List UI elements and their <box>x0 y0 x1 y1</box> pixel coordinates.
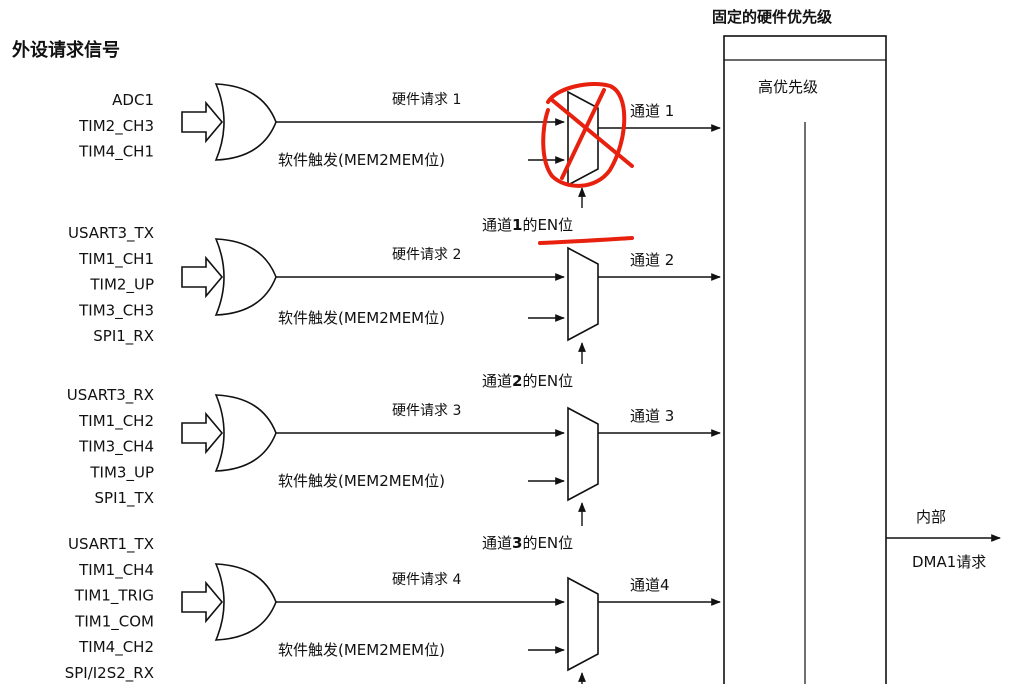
enable-channel-number: 3 <box>512 534 522 552</box>
peripheral-request-title: 外设请求信号 <box>12 39 120 61</box>
enable-prefix: 通道 <box>482 534 512 552</box>
software-trigger-label: 软件触发(MEM2MEM位) <box>278 151 445 169</box>
cross-out-annotation <box>538 81 634 245</box>
enable-bit-label: 通道3的EN位 <box>482 534 573 552</box>
input-signal-label: TIM3_CH3 <box>78 301 154 320</box>
input-signal-label: USART3_RX <box>67 386 154 405</box>
software-trigger-label: 软件触发(MEM2MEM位) <box>278 472 445 490</box>
or-gate <box>214 238 277 316</box>
input-signal-label: TIM4_CH2 <box>78 638 154 657</box>
hardware-request-label: 硬件请求 4 <box>392 572 461 588</box>
hardware-request-label: 硬件请求 1 <box>392 92 461 108</box>
enable-bit-label: 通道1的EN位 <box>482 216 573 234</box>
channel-label: 通道 3 <box>630 407 674 425</box>
channel-mux <box>567 246 599 342</box>
enable-channel-number: 1 <box>512 216 522 234</box>
input-bus-arrow <box>181 580 224 624</box>
input-bus-arrow <box>181 411 224 455</box>
software-trigger-label: 软件触发(MEM2MEM位) <box>278 641 445 659</box>
input-signal-label: TIM1_CH4 <box>78 561 154 580</box>
input-signal-label: TIM2_UP <box>89 276 154 295</box>
input-signal-label: TIM3_CH4 <box>78 438 154 457</box>
hardware-request-label: 硬件请求 3 <box>392 403 461 419</box>
or-gate <box>214 83 277 161</box>
dma1-request-label: DMA1请求 <box>912 553 986 571</box>
hardware-request-label: 硬件请求 2 <box>392 247 461 263</box>
software-trigger-label: 软件触发(MEM2MEM位) <box>278 309 445 327</box>
enable-suffix: 的EN位 <box>522 372 573 390</box>
input-signal-label: TIM4_CH1 <box>78 143 154 162</box>
input-signal-label: USART1_TX <box>68 535 154 554</box>
input-signal-label: TIM3_UP <box>89 463 154 482</box>
channel-label: 通道 2 <box>630 251 674 269</box>
channel-mux <box>567 406 599 502</box>
enable-prefix: 通道 <box>482 216 512 234</box>
enable-prefix: 通道 <box>482 372 512 390</box>
input-signal-label: TIM2_CH3 <box>78 117 154 136</box>
input-signal-label: ADC1 <box>112 91 154 109</box>
or-gate <box>214 563 277 641</box>
channel-mux <box>567 576 599 672</box>
input-signal-label: USART3_TX <box>68 224 154 243</box>
enable-suffix: 的EN位 <box>522 534 573 552</box>
enable-suffix: 的EN位 <box>522 216 573 234</box>
input-signal-label: SPI1_TX <box>95 489 154 508</box>
channel-label: 通道 1 <box>630 102 674 120</box>
or-gate <box>214 394 277 472</box>
high-priority-label: 高优先级 <box>758 78 818 96</box>
input-bus-arrow <box>181 100 224 144</box>
input-signal-label: TIM1_COM <box>74 612 154 631</box>
input-signal-label: TIM1_TRIG <box>74 587 154 606</box>
input-signal-label: SPI1_RX <box>93 327 154 346</box>
enable-channel-number: 2 <box>512 372 522 390</box>
input-signal-label: SPI/I2S2_RX <box>65 664 154 683</box>
enable-bit-label: 通道2的EN位 <box>482 372 573 390</box>
channel-label: 通道4 <box>630 576 670 594</box>
input-signal-label: TIM1_CH2 <box>78 412 154 431</box>
input-signal-label: TIM1_CH1 <box>78 250 154 269</box>
fixed-priority-title: 固定的硬件优先级 <box>712 8 833 26</box>
input-bus-arrow <box>181 255 224 299</box>
internal-label: 内部 <box>916 508 946 526</box>
